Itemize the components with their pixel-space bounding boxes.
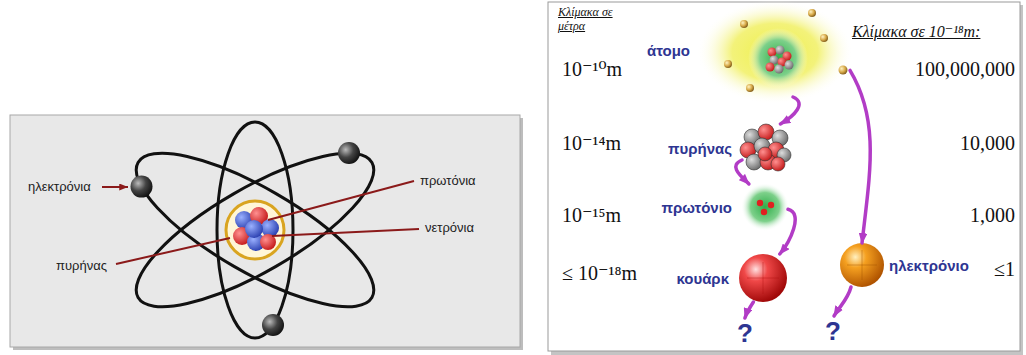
particle-label: άτομο [647, 41, 690, 58]
particle-label: ηλεκτρόνιο [889, 257, 969, 274]
atom-orbits-part [217, 122, 293, 338]
atom-orbits-part-part [217, 122, 293, 338]
part-label: ηλεκτρόνια [28, 179, 91, 194]
scale-value: 10⁻¹⁰m [562, 58, 622, 80]
electron-sphere-part [847, 265, 877, 266]
electron-balls-part [338, 142, 360, 164]
relative-size: 100,000,000 [915, 58, 1015, 80]
atom-picture-part [775, 65, 784, 74]
left-panel [10, 115, 523, 350]
connector-arrow [780, 209, 795, 254]
part-label: νετρόνια [425, 220, 474, 235]
quark-sphere-part [739, 254, 787, 302]
nucleus-picture-part [758, 124, 774, 140]
relative-size: ≤1 [994, 258, 1015, 280]
atom-orbits-part [117, 126, 393, 334]
connector-arrow [850, 70, 870, 243]
question-mark: ? [825, 318, 841, 344]
atom-picture-part [748, 28, 808, 88]
quark-sphere-part [747, 278, 779, 279]
proton-picture-part [768, 202, 774, 208]
scale-heading: Κλίμακα σε 10⁻¹⁸m: [852, 22, 980, 41]
atom-picture-part [746, 84, 754, 92]
atom-picture-part [785, 61, 794, 70]
nucleus-picture-part [771, 157, 785, 171]
right-panel [548, 2, 1023, 355]
leader-lines-part [102, 186, 128, 188]
scale-value: 10⁻¹⁵m [562, 204, 621, 226]
electron-node: ηλεκτρόνιο [840, 243, 884, 287]
scale-heading: Κλίμακα σε μέτρα [558, 6, 622, 34]
proton-picture-part [757, 200, 763, 206]
proton-node: πρωτόνιο [742, 184, 788, 230]
atom-picture-part [776, 46, 785, 55]
particle-label: πρωτόνιο [661, 199, 732, 216]
atom-picture-part [768, 48, 777, 57]
leader-lines-part [116, 238, 230, 264]
scale-value: ≤ 10⁻¹⁸m [562, 262, 637, 284]
atom-orbits-part-part [117, 126, 393, 334]
quark-node: κουάρκ [739, 254, 787, 302]
leader-lines-part [272, 229, 419, 236]
leader-lines-part [268, 181, 414, 220]
quark-sphere [739, 254, 787, 302]
atom-nucleus-part [226, 201, 284, 259]
scale-value: 10⁻¹⁴m [562, 132, 621, 154]
electron-balls [131, 142, 361, 336]
atom-picture-part [808, 9, 816, 17]
atom-picture [697, 0, 853, 104]
unknown-node: ? [734, 318, 756, 348]
right-panel-part [548, 2, 1020, 351]
atom-orbits-part [117, 126, 393, 334]
nucleus-picture [740, 124, 791, 171]
proton-picture-part [761, 209, 767, 215]
relative-size: 10,000 [960, 132, 1015, 154]
atom-picture-part [724, 60, 732, 68]
atom-orbits [117, 122, 393, 338]
atom-nucleus-part [245, 220, 263, 238]
relative-size: 1,000 [970, 204, 1015, 226]
particle-label: κουάρκ [676, 270, 729, 287]
atom-picture-part [839, 66, 848, 75]
leader-lines [102, 181, 419, 264]
atom-node: άτομο [700, 2, 850, 97]
unknown-node: ? [822, 316, 844, 346]
proton-picture [741, 183, 789, 231]
atom-picture-part [766, 63, 775, 72]
atom-picture-part [697, 0, 853, 104]
electron-balls-part [262, 314, 284, 336]
connector-arrow [736, 160, 749, 184]
left-panel-part [10, 115, 520, 347]
connector-arrow [745, 302, 754, 318]
proton-picture-part [741, 183, 789, 231]
question-mark: ? [737, 320, 753, 346]
electron-balls-part [131, 176, 153, 198]
nucleus-picture-part [758, 147, 772, 161]
part-label: πρωτόνια [420, 173, 476, 188]
connector-arrow [834, 287, 851, 316]
atom-nucleus [226, 201, 284, 259]
atom-orbits-part-part [117, 126, 393, 334]
connector-arrow [780, 97, 799, 124]
nucleus-node: πυρήνας [742, 124, 790, 172]
electron-sphere-part [840, 243, 884, 287]
electron-sphere [840, 243, 884, 287]
atom-picture-part [740, 20, 748, 28]
atom-picture-part [820, 34, 828, 42]
part-label: πυρήνας [56, 258, 107, 273]
particle-label: πυρήνας [668, 140, 732, 157]
